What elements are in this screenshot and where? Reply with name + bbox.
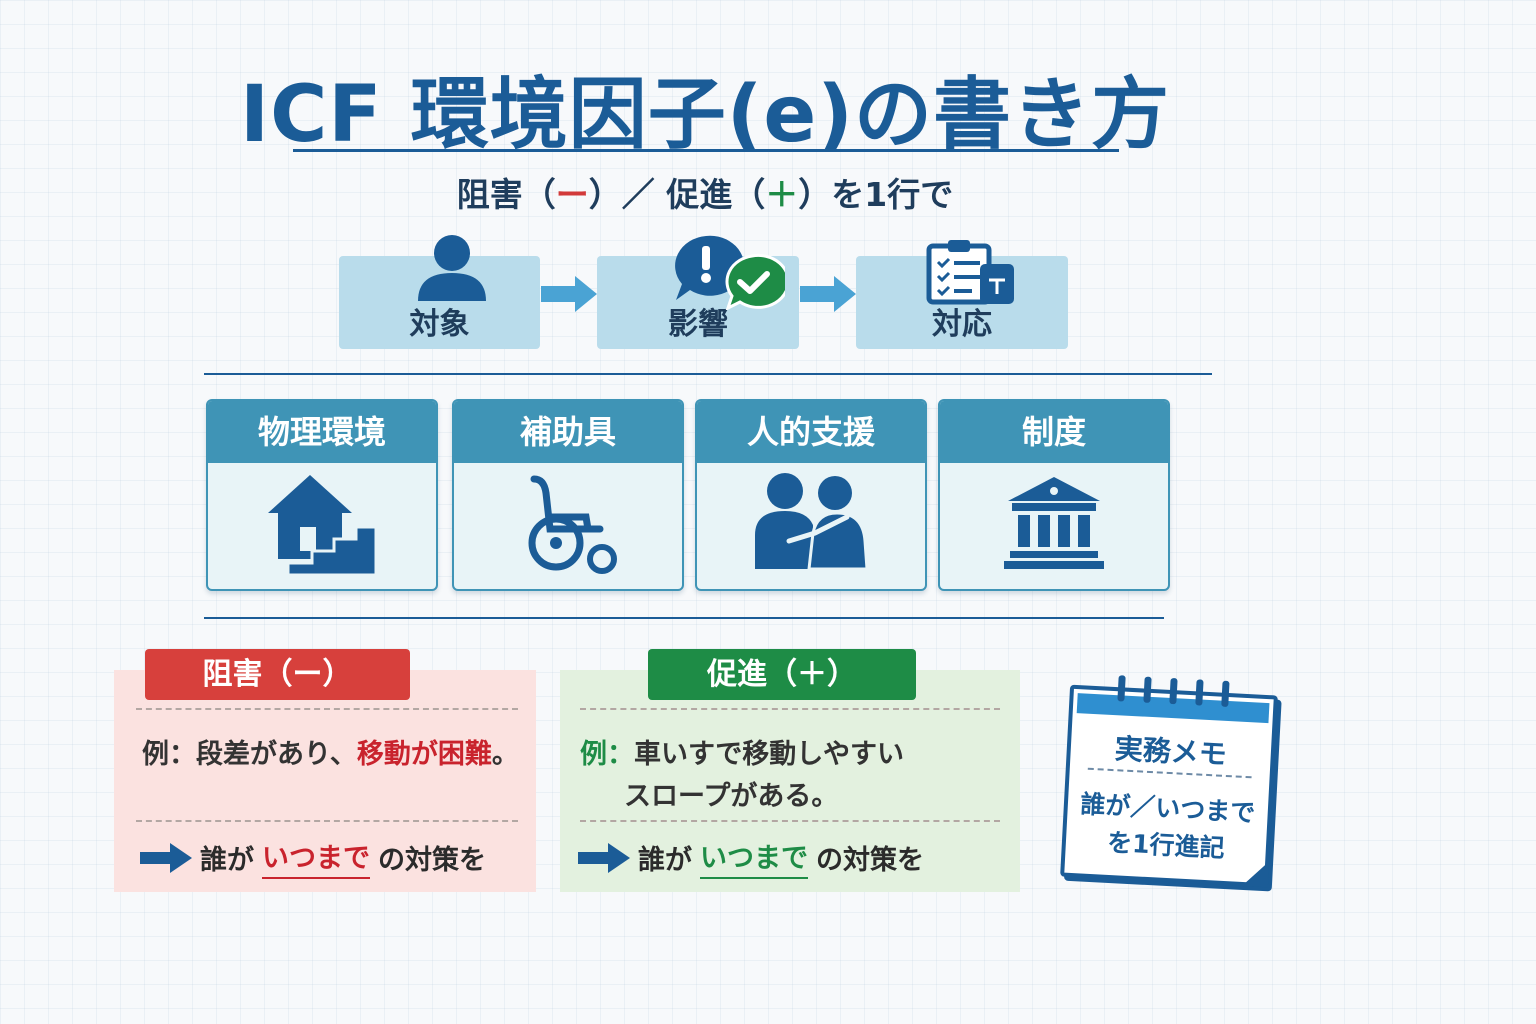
- clipboard-checklist-icon: [926, 240, 1014, 305]
- dashed-divider: [136, 820, 518, 822]
- practice-memo-card: 実務メモ 誰が／いつまで を1行進記: [1060, 675, 1278, 888]
- title-underline: [293, 149, 1119, 152]
- institution-building-icon: [1004, 477, 1104, 569]
- promote-example-line1: 例：車いすで移動しやすい: [580, 732, 904, 771]
- flow-step-target: 対象: [339, 256, 540, 349]
- category-card-human-support: 人的支援: [695, 399, 927, 591]
- barrier-example: 例：段差があり、移動が困難。: [142, 732, 519, 771]
- subtitle-plus: ＋: [765, 175, 799, 214]
- memo-ring: [1169, 677, 1178, 705]
- barrier-action: 誰が いつまで の対策を: [140, 836, 486, 879]
- memo-page-fold: [1241, 859, 1270, 888]
- subtitle-minus: ー: [555, 175, 589, 214]
- memo-ring: [1117, 675, 1126, 702]
- promote-example-text: 車いすで移動しやすい: [634, 739, 904, 770]
- subtitle-part3: ）を1行で: [798, 175, 954, 214]
- arrow-right-icon: [140, 842, 192, 873]
- dashed-divider: [580, 708, 1000, 710]
- dashed-divider: [136, 708, 518, 710]
- category-card-assistive: 補助具: [452, 399, 684, 591]
- section-divider: [204, 617, 1164, 619]
- flow-arrow-icon: [541, 276, 597, 312]
- subtitle-part1: 阻害（: [456, 175, 556, 214]
- promote-action-who: 誰が: [638, 845, 692, 876]
- subtitle-part2: ）／ 促進（: [588, 175, 766, 214]
- arrow-right-icon: [578, 842, 630, 873]
- category-label: 人的支援: [697, 401, 925, 463]
- category-card-institution: 制度: [938, 399, 1170, 591]
- barrier-tab: 阻害（ー）: [145, 649, 410, 700]
- dashed-divider: [580, 820, 1000, 822]
- flow-step-label: 影響: [668, 307, 728, 342]
- flow-step-label: 対応: [932, 307, 992, 342]
- speech-alert-check-icon: [675, 235, 785, 310]
- promote-example-line2: スロープがある。: [624, 781, 839, 812]
- barrier-example-highlight: 移動が困難: [356, 739, 492, 770]
- promote-tab: 促進（＋）: [648, 649, 916, 700]
- promote-example-prefix: 例：: [580, 739, 634, 770]
- person-icon: [418, 235, 486, 301]
- barrier-action-when: いつまで: [262, 836, 370, 879]
- category-label: 物理環境: [208, 401, 436, 463]
- memo-ring: [1143, 676, 1152, 703]
- people-support-icon: [755, 473, 869, 571]
- page-subtitle: 阻害（ー）／ 促進（＋）を1行で: [0, 168, 1410, 216]
- memo-ring: [1195, 679, 1204, 706]
- promote-panel: [560, 670, 1020, 892]
- barrier-action-rest: の対策を: [378, 845, 486, 876]
- barrier-example-prefix: 例：段差があり、: [142, 739, 357, 770]
- memo-ring: [1221, 680, 1230, 707]
- wheelchair-icon: [528, 475, 617, 574]
- category-label: 補助具: [454, 401, 682, 463]
- barrier-example-suffix: 。: [491, 739, 519, 770]
- house-stairs-icon: [268, 475, 378, 577]
- promote-action-rest: の対策を: [816, 845, 924, 876]
- flow-step-label: 対象: [409, 307, 470, 342]
- category-card-physical: 物理環境: [206, 399, 438, 591]
- promote-action: 誰が いつまで の対策を: [578, 836, 924, 879]
- promote-action-when: いつまで: [700, 836, 808, 879]
- section-divider: [204, 373, 1212, 375]
- barrier-action-who: 誰が: [200, 845, 254, 876]
- flow-arrow-icon: [800, 276, 856, 312]
- category-label: 制度: [940, 401, 1168, 463]
- page-title: ICF 環境因子(e)の書き方: [240, 70, 1170, 160]
- memo-notepad-icon: 実務メモ 誰が／いつまで を1行進記: [1060, 675, 1278, 888]
